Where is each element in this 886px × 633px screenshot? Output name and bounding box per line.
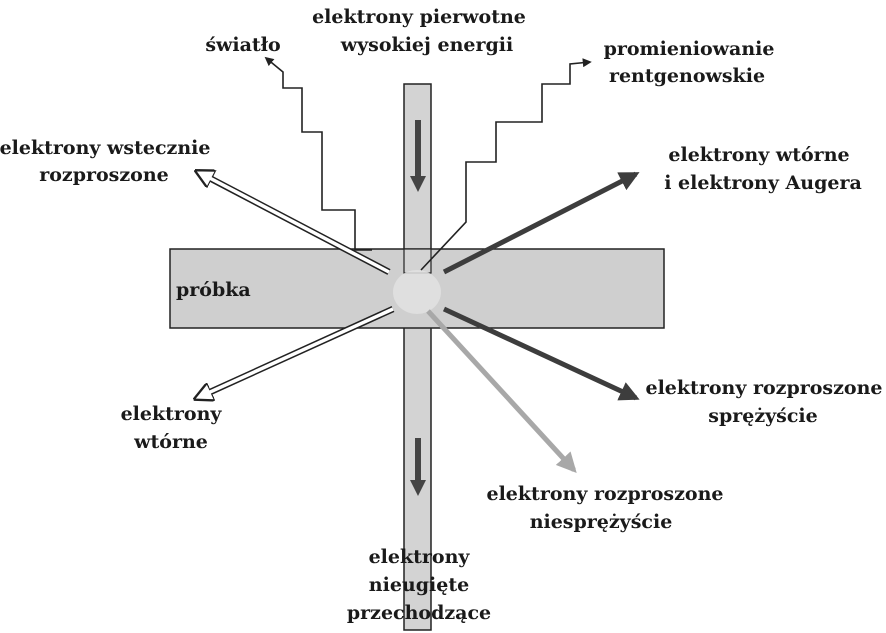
- inelastic-label-line1: elektrony rozproszone: [487, 483, 724, 505]
- light-label: światło: [205, 34, 280, 56]
- primary-direction-arrow: [410, 120, 426, 192]
- secondary-label-line2: wtórne: [133, 431, 208, 453]
- transmitted-label-line1: elektrony: [369, 546, 471, 568]
- transmitted-direction-arrow: [410, 438, 426, 496]
- inelastic-scattered-electrons-arrow: [426, 309, 577, 473]
- xray-label-line1: promieniowanie: [604, 38, 775, 60]
- transmitted-label-line3: przechodzące: [347, 602, 491, 624]
- xray-emission-path: [420, 58, 592, 271]
- interaction-volume: [393, 270, 441, 314]
- sample-label: próbka: [176, 279, 251, 301]
- elastic-scattered-electrons-arrow: [442, 306, 640, 401]
- beam-entry-box: [403, 248, 432, 274]
- secondary-auger-label-line2: i elektrony Augera: [664, 172, 862, 194]
- elastic-label-line1: elektrony rozproszone: [646, 377, 883, 399]
- backscattered-label-line1: elektrony wstecznie: [0, 137, 210, 159]
- elastic-label-line2: sprężyście: [708, 405, 817, 427]
- secondary-auger-label-line1: elektrony wtórne: [668, 144, 849, 166]
- backscattered-label-line2: rozproszone: [39, 164, 169, 186]
- primary-electrons-label-line2: wysokiej energii: [340, 34, 513, 56]
- xray-label-line2: rentgenowskie: [609, 65, 765, 87]
- inelastic-label-line2: niesprężyście: [530, 511, 673, 533]
- secondary-auger-electrons-arrow: [442, 171, 640, 275]
- light-emission-path: [264, 56, 372, 251]
- secondary-label-line1: elektrony: [121, 403, 223, 425]
- transmitted-label-line2: nieugięte: [369, 574, 469, 596]
- primary-electrons-label-line1: elektrony pierwotne: [312, 6, 526, 28]
